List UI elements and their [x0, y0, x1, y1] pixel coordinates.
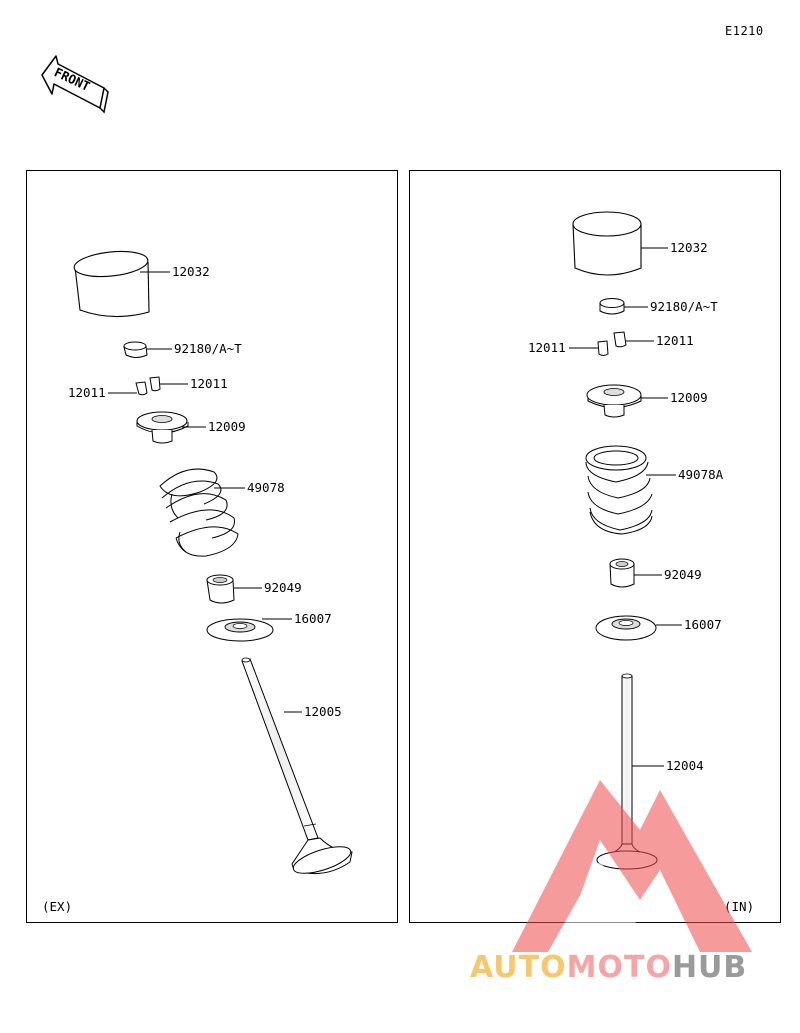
in-lifter-label: 12032	[670, 240, 708, 255]
in-spring-label: 49078A	[678, 467, 724, 482]
ex-shim	[123, 341, 148, 358]
in-shim-label: 92180/A~T	[650, 299, 718, 314]
ex-valve-lifter	[73, 250, 150, 318]
ex-valve-stem-seal	[206, 574, 235, 604]
in-valve-cotters	[597, 331, 627, 356]
ex-valve-label: 12005	[304, 704, 342, 719]
ex-spring-label: 49078	[247, 480, 285, 495]
ex-panel-label: (EX)	[42, 899, 72, 914]
watermark-text: AUTOMOTOHUB	[470, 950, 747, 985]
in-cotter-right-label: 12011	[656, 333, 694, 348]
in-seal-label: 92049	[664, 567, 702, 582]
ex-spring-retainer	[136, 411, 189, 444]
in-shim	[599, 298, 625, 315]
exhaust-panel	[26, 170, 398, 923]
watermark-hub: HUB	[671, 950, 748, 985]
in-valve-lifter	[572, 211, 642, 276]
in-panel-label: (IN)	[724, 899, 754, 914]
ex-cotter-left-label: 12011	[68, 385, 106, 400]
in-spring-retainer	[586, 384, 642, 418]
watermark-auto: AUTO	[470, 950, 567, 985]
front-arrow-icon: FRONT	[41, 55, 109, 114]
ex-valve	[241, 657, 353, 875]
ex-shim-label: 92180/A~T	[174, 341, 242, 356]
diagram-code: E1210	[725, 24, 764, 38]
ex-spring-seat	[206, 618, 274, 642]
ex-seat-label: 16007	[294, 611, 332, 626]
in-spring-seat	[595, 615, 657, 641]
ex-retainer-label: 12009	[208, 419, 246, 434]
ex-valve-spring	[159, 468, 239, 557]
in-valve-spring	[585, 445, 653, 535]
ex-lifter-label: 12032	[172, 264, 210, 279]
in-seat-label: 16007	[684, 617, 722, 632]
watermark-moto: MOTO	[566, 950, 672, 985]
in-retainer-label: 12009	[670, 390, 708, 405]
ex-valve-cotters	[135, 376, 161, 396]
in-valve-stem-seal	[609, 558, 635, 588]
in-valve-label: 12004	[666, 758, 704, 773]
ex-seal-label: 92049	[264, 580, 302, 595]
ex-cotter-right-label: 12011	[190, 376, 228, 391]
in-cotter-left-label: 12011	[528, 340, 566, 355]
watermark-logo-icon	[512, 780, 752, 952]
